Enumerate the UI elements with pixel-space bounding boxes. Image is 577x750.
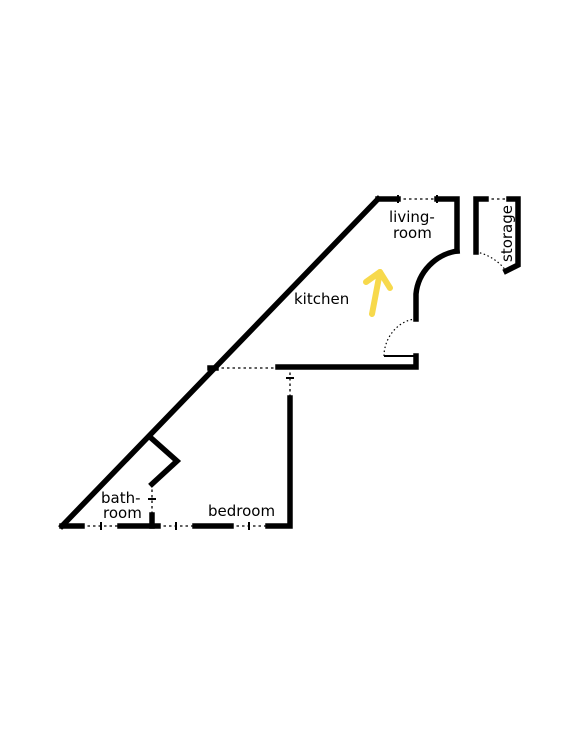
label-bathroom-line2: room: [103, 504, 142, 522]
walls: [58, 195, 521, 530]
arrow-shaft: [369, 269, 383, 317]
storage-closet-wall-right: [502, 196, 521, 275]
storage-closet-wall: [473, 196, 489, 255]
label-living-room-line2: room: [393, 224, 432, 242]
label-bedroom: bedroom: [208, 502, 275, 520]
doors: [383, 251, 507, 357]
label-living-room-line1: living-: [389, 208, 435, 226]
diagonal-wall: [58, 195, 382, 530]
bedroom-right-wall: [265, 395, 293, 529]
arrow-head: [363, 269, 393, 291]
arrow-up-icon: [363, 269, 393, 317]
label-bathroom-line1: bath-: [101, 489, 141, 507]
label-storage: storage: [498, 205, 516, 262]
openings: [82, 195, 509, 530]
room-labels: living- room storage kitchen bath- room …: [101, 205, 516, 522]
label-kitchen: kitchen: [294, 290, 349, 308]
kitchen-door-swing: [383, 318, 417, 357]
living-room-curved-wall: [413, 247, 461, 322]
storage-door-swing: [475, 251, 507, 272]
bathroom-wall: [146, 433, 182, 488]
kitchen-right-wall: [275, 353, 419, 370]
top-wall-right: [434, 196, 460, 254]
